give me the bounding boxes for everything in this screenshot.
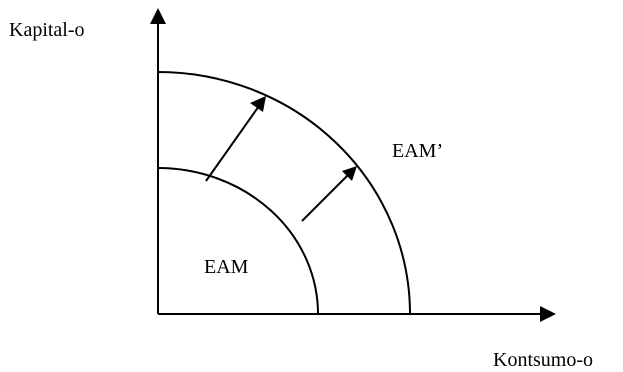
- y-axis: [150, 8, 166, 314]
- x-axis: [158, 306, 556, 322]
- inner-curve-label: EAM: [204, 256, 249, 278]
- y-axis-arrowhead: [150, 8, 166, 24]
- x-axis-label: Kontsumo-o: [493, 349, 593, 371]
- y-axis-label: Kapital-o: [9, 19, 85, 41]
- x-axis-arrowhead: [540, 306, 556, 322]
- shift-arrow-lower-shaft: [301, 174, 349, 222]
- shift-arrow-lower-head: [342, 166, 357, 181]
- outer-frontier-curve: [157, 71, 411, 315]
- inner-frontier-curve: [157, 167, 319, 315]
- shift-arrow-lower: [301, 166, 357, 222]
- shift-arrow-upper-shaft: [205, 105, 260, 182]
- outer-curve-label: EAM’: [392, 140, 443, 162]
- shift-arrow-upper-head: [250, 96, 266, 112]
- shift-arrow-upper: [205, 96, 266, 182]
